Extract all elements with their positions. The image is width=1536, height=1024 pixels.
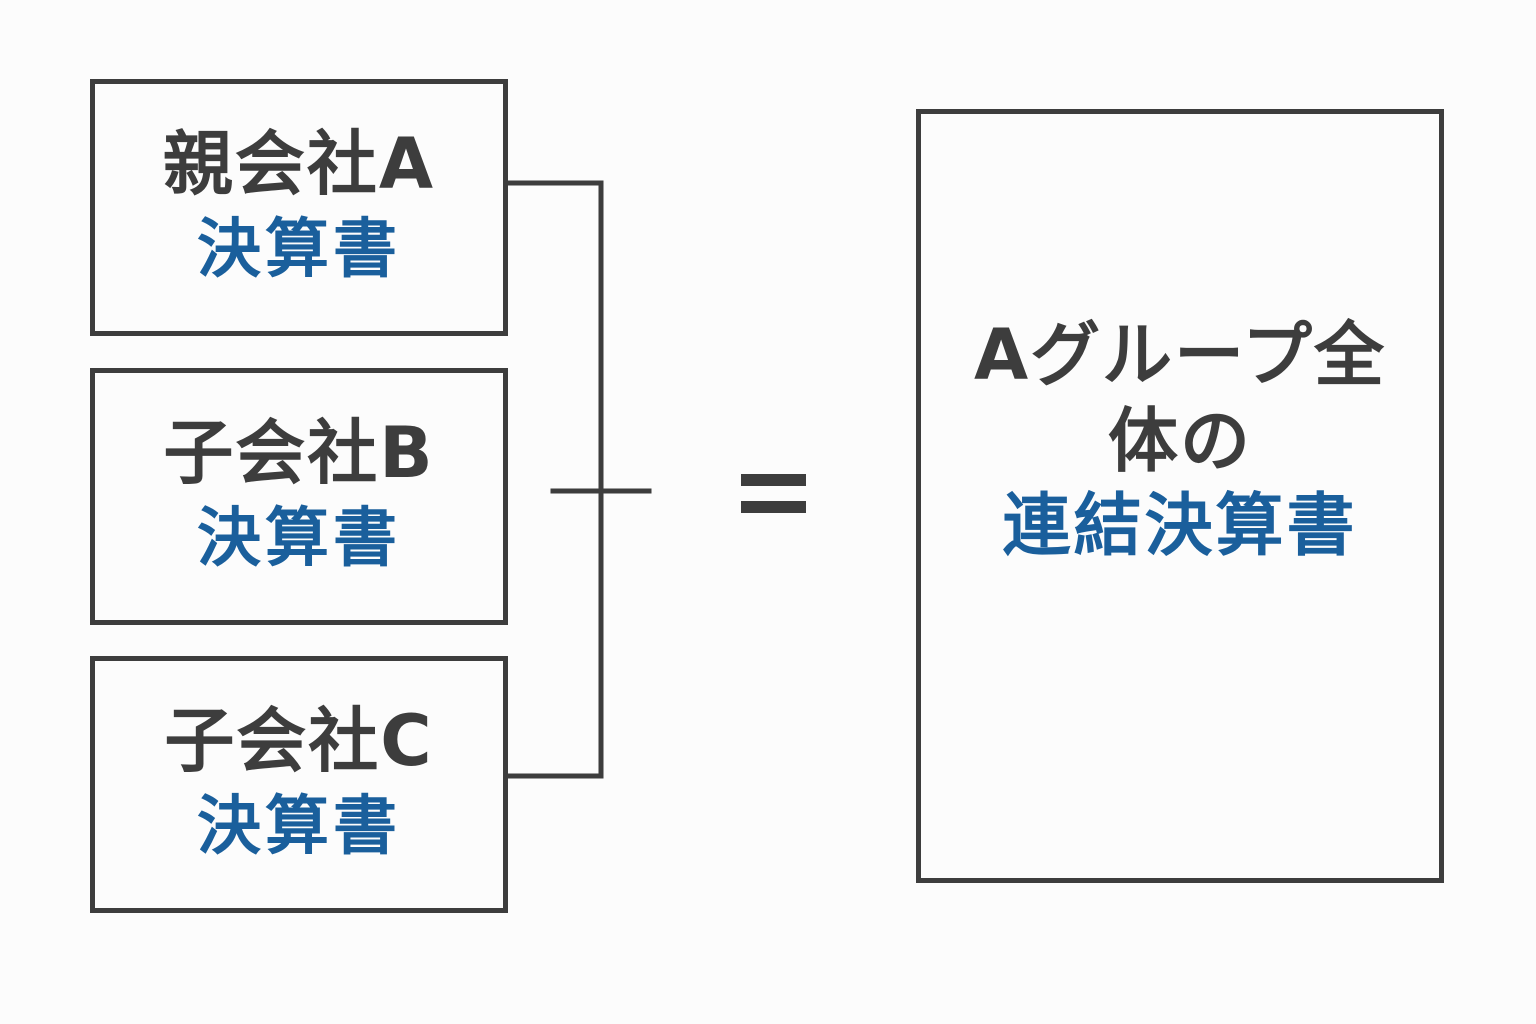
bracket-connector bbox=[505, 180, 604, 779]
company-name: 子会社B bbox=[163, 411, 435, 494]
company-box-b: 子会社B 決算書 bbox=[90, 368, 508, 625]
result-title-line-1: Aグループ全 bbox=[974, 314, 1386, 396]
company-box-a: 親会社A 決算書 bbox=[90, 79, 508, 336]
result-title-line-2: 体の bbox=[1108, 400, 1252, 482]
equals-bar-bottom bbox=[741, 501, 806, 513]
equals-sign bbox=[741, 474, 806, 513]
consolidated-result-box: Aグループ全 体の 連結決算書 bbox=[916, 109, 1444, 883]
company-box-c: 子会社C 決算書 bbox=[90, 656, 508, 913]
financial-statement-label: 決算書 bbox=[197, 501, 401, 576]
financial-statement-label: 決算書 bbox=[197, 789, 401, 864]
company-name: 子会社C bbox=[164, 699, 434, 782]
equals-bar-top bbox=[741, 474, 806, 486]
financial-statement-label: 決算書 bbox=[197, 212, 401, 287]
company-name: 親会社A bbox=[162, 122, 436, 205]
consolidated-statement-label: 連結決算書 bbox=[1002, 487, 1358, 566]
